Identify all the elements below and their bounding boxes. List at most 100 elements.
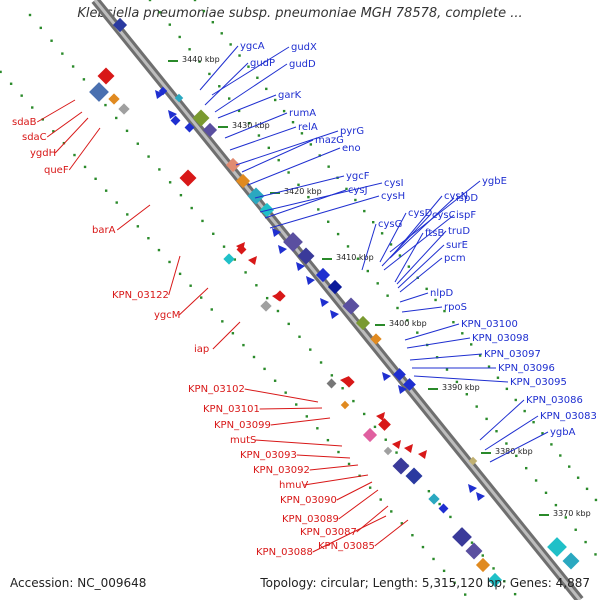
forward-gene-label[interactable]: cysH: [381, 191, 405, 202]
forward-gene-arrow[interactable]: [278, 245, 287, 254]
reverse-gene-label[interactable]: iap: [194, 344, 209, 355]
reverse-gene-label[interactable]: KPN_03099: [214, 420, 271, 431]
forward-gene-label[interactable]: KPN_03083: [540, 411, 597, 422]
forward-gene-label[interactable]: cysJ: [348, 185, 368, 196]
gene-feature[interactable]: [383, 446, 393, 456]
forward-gene-arrow[interactable]: [296, 262, 305, 271]
gene-feature[interactable]: [97, 67, 115, 85]
forward-gene-label[interactable]: ftsB: [425, 228, 444, 239]
reverse-gene-label[interactable]: KPN_03102: [188, 384, 245, 395]
forward-gene-arrow[interactable]: [382, 372, 391, 381]
forward-gene-arrow[interactable]: [168, 110, 177, 119]
reverse-gene-label[interactable]: mutS: [230, 435, 256, 446]
reverse-gene-arrow[interactable]: [236, 242, 245, 251]
gene-feature[interactable]: [487, 572, 503, 588]
forward-gene-label[interactable]: KPN_03097: [484, 349, 541, 360]
gene-feature[interactable]: [562, 552, 580, 570]
reverse-gene-label[interactable]: hmuV: [279, 480, 308, 491]
reverse-gene-label[interactable]: KPN_03093: [240, 450, 297, 461]
gene-feature[interactable]: [192, 109, 210, 127]
gene-feature[interactable]: [452, 527, 472, 547]
forward-gene-label[interactable]: KPN_03098: [472, 333, 529, 344]
forward-gene-label[interactable]: eno: [342, 143, 361, 154]
gene-feature[interactable]: [174, 93, 184, 103]
forward-gene-label[interactable]: cysI: [384, 178, 404, 189]
gene-feature[interactable]: [465, 542, 483, 560]
forward-gene-arrow[interactable]: [320, 298, 329, 307]
forward-gene-arrow[interactable]: [155, 90, 164, 99]
reverse-gene-label[interactable]: KPN_03092: [253, 465, 310, 476]
reverse-gene-label[interactable]: ygdH: [30, 148, 56, 159]
gene-feature[interactable]: [378, 418, 391, 431]
forward-gene-label[interactable]: mazG: [315, 135, 344, 146]
reverse-gene-label[interactable]: queF: [44, 165, 69, 176]
forward-gene-label[interactable]: cysN: [444, 191, 468, 202]
forward-gene-label[interactable]: garK: [278, 90, 302, 101]
forward-gene-label[interactable]: truD: [448, 226, 470, 237]
forward-gene-label[interactable]: KPN_03095: [510, 377, 567, 388]
gene-feature[interactable]: [370, 333, 382, 345]
gene-feature[interactable]: [326, 378, 337, 389]
gene-feature[interactable]: [108, 93, 120, 105]
gene-feature[interactable]: [393, 368, 406, 381]
forward-gene-label[interactable]: cysC: [432, 210, 456, 221]
forward-gene-label[interactable]: cysG: [378, 219, 402, 230]
reverse-gene-arrow[interactable]: [272, 292, 281, 301]
gene-feature[interactable]: [547, 537, 567, 557]
reverse-gene-label[interactable]: KPN_03088: [256, 547, 313, 558]
reverse-gene-arrow[interactable]: [404, 444, 413, 453]
gene-feature[interactable]: [405, 467, 423, 485]
reverse-gene-label[interactable]: KPN_03090: [280, 495, 337, 506]
forward-gene-label[interactable]: ispF: [456, 210, 476, 221]
gene-feature[interactable]: [179, 169, 197, 187]
forward-gene-arrow[interactable]: [306, 276, 315, 285]
reverse-gene-label[interactable]: ygcM: [154, 310, 180, 321]
reverse-gene-arrow[interactable]: [418, 450, 427, 459]
forward-gene-label[interactable]: gudX: [291, 42, 317, 53]
gene-feature[interactable]: [355, 315, 371, 331]
forward-gene-label[interactable]: rumA: [289, 108, 316, 119]
forward-gene-arrow[interactable]: [330, 310, 339, 319]
forward-gene-label[interactable]: surE: [446, 240, 468, 251]
forward-gene-arrow[interactable]: [468, 484, 477, 493]
reverse-gene-arrow[interactable]: [248, 256, 257, 265]
gene-feature[interactable]: [468, 456, 478, 466]
gene-feature[interactable]: [235, 173, 251, 189]
forward-gene-label[interactable]: rpoS: [444, 302, 467, 313]
forward-gene-label[interactable]: nlpD: [430, 288, 453, 299]
reverse-gene-arrow[interactable]: [392, 440, 401, 449]
reverse-gene-label[interactable]: sdaB: [12, 117, 37, 128]
forward-gene-label[interactable]: ygbE: [482, 176, 507, 187]
forward-gene-arrow[interactable]: [476, 492, 485, 501]
gene-feature[interactable]: [438, 503, 449, 514]
gene-feature[interactable]: [362, 427, 378, 443]
forward-gene-label[interactable]: KPN_03100: [461, 319, 518, 330]
gene-feature[interactable]: [223, 253, 235, 265]
reverse-gene-arrow[interactable]: [340, 376, 349, 385]
forward-gene-label[interactable]: pyrG: [340, 126, 364, 137]
gene-feature[interactable]: [340, 400, 350, 410]
reverse-gene-label[interactable]: KPN_03087: [300, 527, 357, 538]
forward-gene-label[interactable]: ygcA: [240, 41, 265, 52]
gene-feature[interactable]: [89, 82, 109, 102]
gene-feature[interactable]: [403, 378, 416, 391]
forward-gene-label[interactable]: gudD: [289, 59, 316, 70]
forward-gene-label[interactable]: ispD: [456, 193, 478, 204]
gene-feature[interactable]: [428, 493, 440, 505]
forward-gene-label[interactable]: KPN_03086: [526, 395, 583, 406]
reverse-gene-label[interactable]: barA: [92, 225, 116, 236]
gene-feature[interactable]: [260, 300, 272, 312]
reverse-gene-label[interactable]: KPN_03122: [112, 290, 169, 301]
gene-feature[interactable]: [297, 247, 315, 265]
forward-gene-label[interactable]: cysD: [408, 208, 433, 219]
forward-gene-label[interactable]: ygbA: [550, 427, 576, 438]
forward-gene-label[interactable]: gudP: [250, 58, 275, 69]
forward-gene-label[interactable]: KPN_03096: [498, 363, 555, 374]
gene-feature[interactable]: [283, 232, 303, 252]
gene-feature[interactable]: [315, 267, 331, 283]
forward-gene-arrow[interactable]: [272, 228, 281, 237]
gene-feature[interactable]: [118, 103, 130, 115]
gene-feature[interactable]: [342, 297, 360, 315]
reverse-gene-label[interactable]: KPN_03085: [318, 541, 375, 552]
